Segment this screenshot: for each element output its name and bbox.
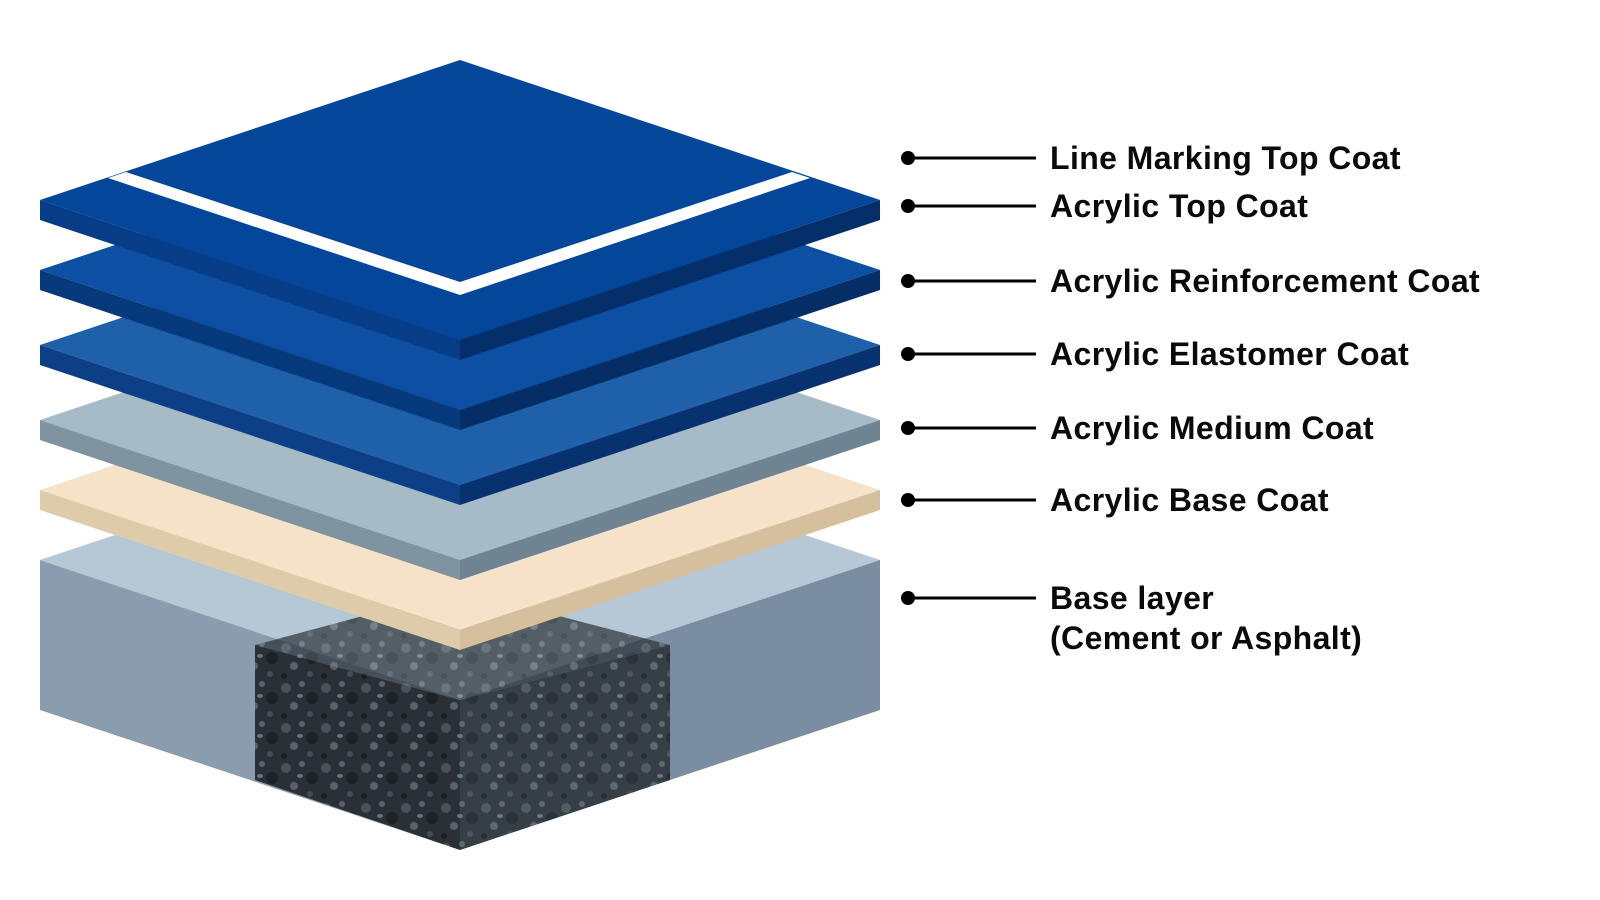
- callout-line-marking: Line Marking Top Coat: [901, 140, 1401, 176]
- top-coat-layer: [40, 60, 880, 360]
- layer-label: Acrylic Reinforcement Coat: [1050, 263, 1480, 299]
- callout-base-layer: Base layer (Cement or Asphalt): [901, 580, 1362, 656]
- reinforcement-coat-left-edge: [40, 270, 460, 430]
- callout-reinforcement: Acrylic Reinforcement Coat: [901, 263, 1480, 299]
- asphalt-cutaway-right: [460, 645, 670, 850]
- callout-acrylic-top: Acrylic Top Coat: [901, 188, 1308, 224]
- layer-label: Acrylic Top Coat: [1050, 188, 1308, 224]
- top-coat-left-edge: [40, 200, 460, 360]
- base-coat-right-edge: [460, 490, 880, 650]
- layer-label: Acrylic Medium Coat: [1050, 410, 1374, 446]
- callout-base-coat: Acrylic Base Coat: [901, 482, 1329, 518]
- layer-label: Line Marking Top Coat: [1050, 140, 1401, 176]
- layer-label: Base layer: [1050, 580, 1214, 616]
- top-coat-right-edge: [460, 200, 880, 360]
- elastomer-coat-right-edge: [460, 345, 880, 505]
- layer-label: Acrylic Elastomer Coat: [1050, 336, 1409, 372]
- callout-elastomer: Acrylic Elastomer Coat: [901, 336, 1409, 372]
- callout-medium: Acrylic Medium Coat: [901, 410, 1374, 446]
- asphalt-cutaway-left: [255, 645, 460, 850]
- base-coat-left-edge: [40, 490, 460, 650]
- reinforcement-coat-right-edge: [460, 270, 880, 430]
- layer-label: (Cement or Asphalt): [1050, 620, 1362, 656]
- elastomer-coat-left-edge: [40, 345, 460, 505]
- medium-coat-left-edge: [40, 420, 460, 580]
- medium-coat-right-edge: [460, 420, 880, 580]
- layer-label: Acrylic Base Coat: [1050, 482, 1329, 518]
